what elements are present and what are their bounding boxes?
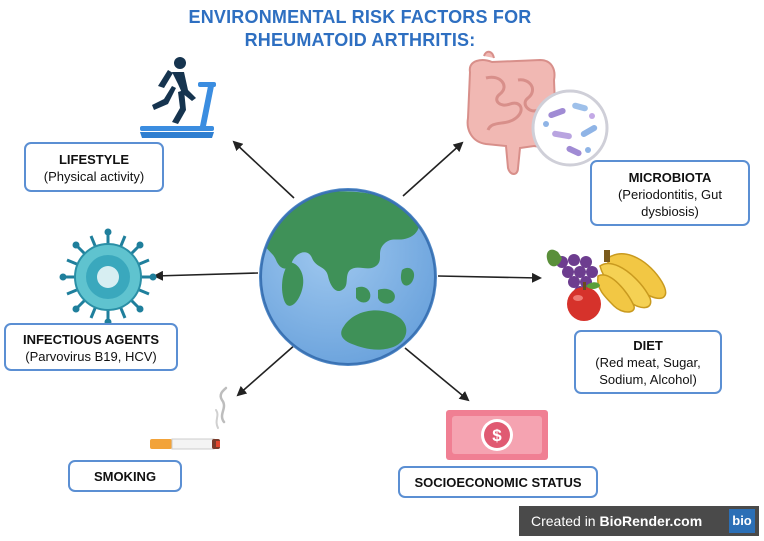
factor-box-socioeconomic-status: SOCIOECONOMIC STATUS bbox=[398, 466, 598, 498]
smoking-heading: SMOKING bbox=[93, 469, 157, 484]
intestine-microbiota-icon bbox=[466, 50, 609, 175]
microbiota-heading: MICROBIOTA bbox=[628, 170, 712, 185]
diet-detail-line-1: (Red meat, Sugar, bbox=[595, 355, 701, 370]
treadmill-runner-icon bbox=[140, 57, 216, 138]
factor-box-microbiota: MICROBIOTA (Periodontitis, Gut dysbiosis… bbox=[590, 160, 750, 226]
arrow-to-ses bbox=[404, 347, 470, 402]
infectious-detail: (Parvovirus B19, HCV) bbox=[25, 349, 157, 364]
globe-icon bbox=[259, 188, 437, 366]
arrow-to-smoking bbox=[236, 343, 297, 397]
diet-heading: DIET bbox=[633, 338, 663, 353]
diet-detail-line-2: Sodium, Alcohol) bbox=[599, 372, 697, 387]
virus-icon bbox=[59, 228, 157, 326]
microbiota-detail-line-1: (Periodontitis, Gut bbox=[617, 187, 723, 202]
microbiota-detail-line-2: dysbiosis) bbox=[641, 204, 699, 219]
factor-box-diet: DIET (Red meat, Sugar, Sodium, Alcohol) bbox=[574, 330, 722, 394]
arrow-to-infectious bbox=[153, 270, 259, 281]
watermark-brand: BioRender.com bbox=[599, 513, 703, 529]
infectious-heading: INFECTIOUS AGENTS bbox=[22, 332, 160, 347]
biorender-watermark[interactable]: Created in BioRender.com bio bbox=[519, 506, 759, 536]
biorender-logo-icon: bio bbox=[729, 509, 755, 533]
lifestyle-detail: (Physical activity) bbox=[43, 169, 145, 184]
arrow-to-diet bbox=[437, 272, 542, 283]
watermark-text: Created in BioRender.com bbox=[531, 512, 702, 530]
arrow-to-lifestyle bbox=[232, 140, 295, 199]
fruit-icon bbox=[546, 249, 667, 321]
title-line-2: RHEUMATOID ARTHRITIS: bbox=[244, 30, 476, 50]
dollar-sign: $ bbox=[492, 426, 502, 445]
diagram-title: ENVIRONMENTAL RISK FACTORS FOR RHEUMATOI… bbox=[130, 6, 590, 52]
lifestyle-heading: LIFESTYLE bbox=[58, 152, 130, 167]
factor-box-infectious-agents: INFECTIOUS AGENTS (Parvovirus B19, HCV) bbox=[4, 323, 178, 371]
watermark-prefix: Created in bbox=[531, 513, 600, 529]
arrow-to-microbiota bbox=[402, 141, 464, 197]
title-line-1: ENVIRONMENTAL RISK FACTORS FOR bbox=[188, 7, 532, 27]
cigarette-icon bbox=[150, 386, 228, 450]
banknote-icon: $ bbox=[446, 410, 548, 460]
factor-box-smoking: SMOKING bbox=[68, 460, 182, 492]
ses-heading: SOCIOECONOMIC STATUS bbox=[414, 475, 582, 490]
factor-box-lifestyle: LIFESTYLE (Physical activity) bbox=[24, 142, 164, 192]
